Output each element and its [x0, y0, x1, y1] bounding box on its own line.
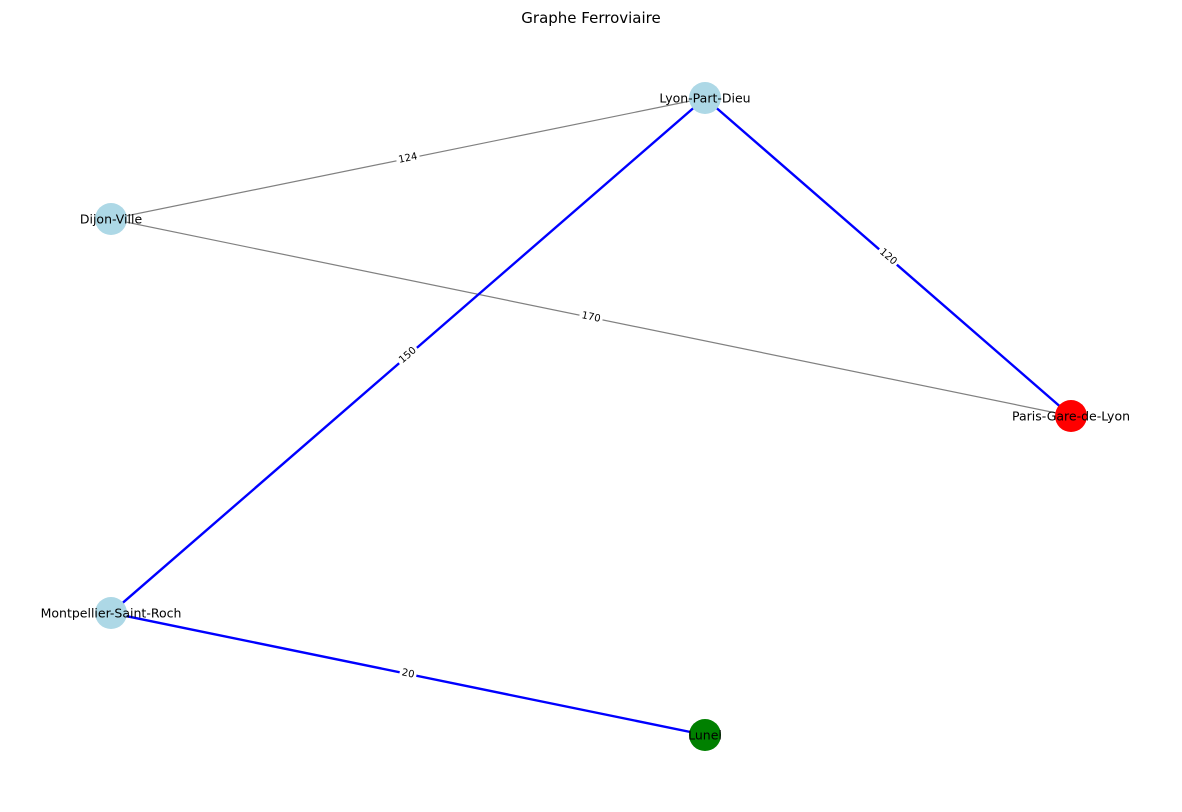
edge-weight-label: 124	[395, 149, 421, 168]
node-paris	[1055, 400, 1087, 432]
node-dijon	[95, 203, 127, 235]
node-lunel	[689, 719, 721, 751]
edge-weight-label: 20	[398, 665, 418, 683]
node-label-lyon: Lyon-Part-Dieu	[659, 91, 750, 106]
edge-weight-text: 124	[398, 151, 419, 166]
node-label-dijon: Dijon-Ville	[80, 212, 143, 227]
node-label-montpellier: Montpellier-Saint-Roch	[41, 606, 182, 621]
edges-layer	[110, 97, 1072, 737]
graph-title: Graphe Ferroviaire	[521, 9, 660, 27]
node-montpellier	[95, 597, 127, 629]
edge-weight-text: 20	[401, 667, 416, 680]
node-lyon	[689, 82, 721, 114]
edge-weight-text: 170	[581, 310, 602, 325]
nodes-layer	[95, 82, 1087, 751]
node-label-paris: Paris-Gare-de-Lyon	[1012, 409, 1130, 424]
edge-weight-label: 170	[578, 308, 604, 327]
node-labels-layer: Lyon-Part-DieuDijon-VilleParis-Gare-de-L…	[41, 91, 1130, 743]
node-label-lunel: Lunel	[688, 728, 722, 743]
